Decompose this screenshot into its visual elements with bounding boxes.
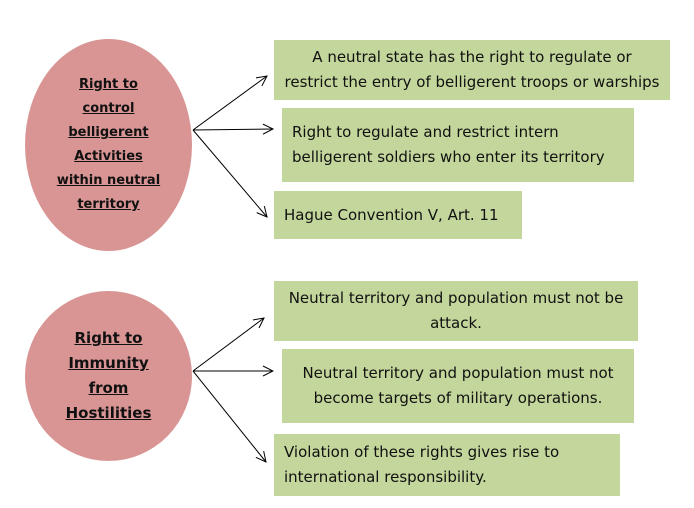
point-text: A neutral state has the right to regulat… <box>284 48 660 91</box>
point-text: Neutral territory and population must no… <box>302 364 614 407</box>
arrow <box>192 76 267 131</box>
arrow <box>192 129 273 130</box>
point-box: Neutral territory and population must no… <box>274 281 638 341</box>
point-box: A neutral state has the right to regulat… <box>274 40 670 100</box>
concept-title: Right to Immunity from Hostilities <box>65 329 152 422</box>
point-text: Violation of these rights gives rise to … <box>284 443 560 486</box>
arrow <box>192 129 267 217</box>
concept-ellipse-immunity: Right to Immunity from Hostilities <box>25 291 192 461</box>
concept-ellipse-belligerent-control: Right to control belligerent Activities … <box>25 39 192 251</box>
point-box: Hague Convention V, Art. 11 <box>274 191 522 239</box>
point-text: Hague Convention V, Art. 11 <box>284 205 499 224</box>
concept-title: Right to control belligerent Activities … <box>56 77 161 212</box>
arrow <box>192 370 266 462</box>
point-box: Neutral territory and population must no… <box>282 349 634 423</box>
point-box: Violation of these rights gives rise to … <box>274 434 620 496</box>
point-text: Right to regulate and restrict intern be… <box>292 123 605 166</box>
point-box: Right to regulate and restrict intern be… <box>282 108 634 182</box>
point-text: Neutral territory and population must no… <box>288 289 624 332</box>
arrow <box>192 318 264 372</box>
